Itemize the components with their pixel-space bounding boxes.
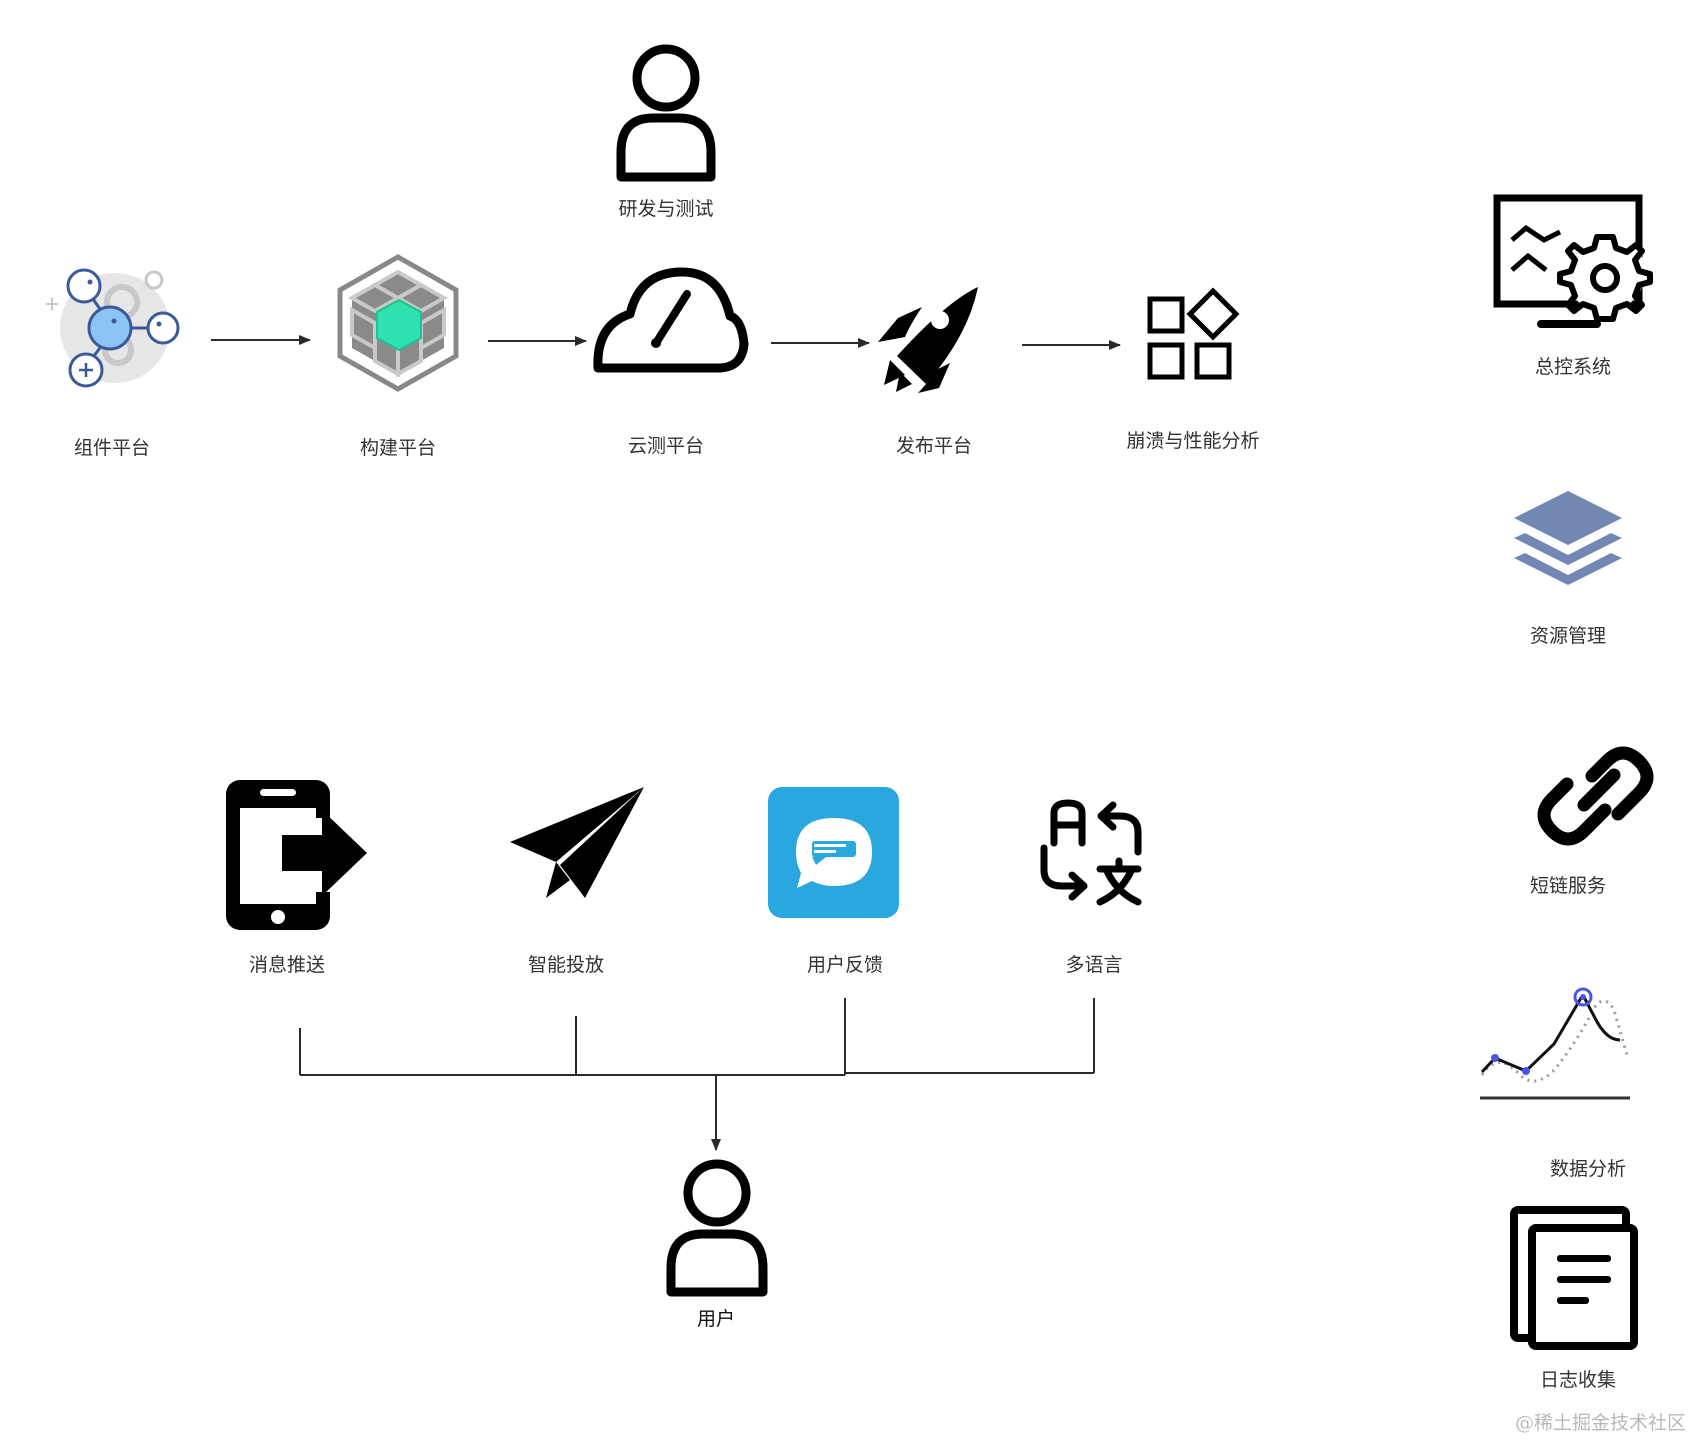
build-label: 构建平台 [359,437,437,459]
hexagon-cube-icon [337,254,459,392]
developer-person-icon [616,44,716,182]
developer-label: 研发与测试 [618,198,714,220]
documents-icon [1510,1206,1638,1350]
end-user-person-icon [666,1159,768,1297]
service-label-feedback: 用户反馈 [806,954,884,976]
phone-push-icon [226,780,367,930]
chat-bubble-icon [768,787,899,918]
monitor-gear-icon [1493,194,1653,328]
sidebar-label-analytics: 数据分析 [1549,1158,1627,1180]
rocket-icon [878,287,978,393]
service-label-delivery: 智能投放 [527,954,605,976]
paper-plane-icon [510,787,644,898]
layers-icon [1514,491,1622,585]
translate-icon [1040,799,1142,906]
cloud-test-label: 云测平台 [627,435,705,457]
service-label-i18n: 多语言 [1065,954,1123,976]
components-label: 组件平台 [73,437,151,459]
link-icon [1537,746,1654,846]
connector-lines [299,998,1095,1151]
cloud-gauge-icon [593,267,749,373]
component-network-icon [46,268,180,388]
flow-arrows [211,335,1121,350]
release-label: 发布平台 [895,435,973,457]
service-label-push: 消息推送 [248,954,326,976]
end-user-label: 用户 [696,1308,736,1330]
sidebar-label-control: 总控系统 [1534,356,1612,378]
watermark: @稀土掘金技术社区 [1514,1412,1686,1434]
apps-grid-icon [1147,287,1240,380]
sidebar-label-shortlink: 短链服务 [1529,875,1607,897]
crash-label: 崩溃与性能分析 [1126,430,1260,452]
sidebar-label-logs: 日志收集 [1539,1369,1617,1391]
line-chart-icon [1480,987,1630,1100]
sidebar-label-resources: 资源管理 [1529,625,1607,647]
